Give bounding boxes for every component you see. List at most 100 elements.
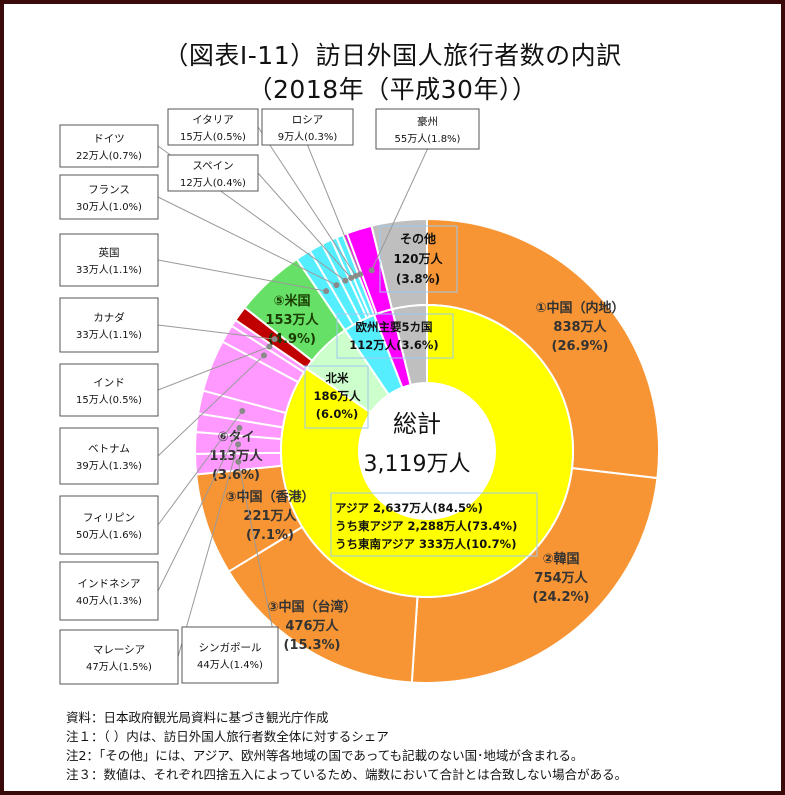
callout-dot [236,424,243,431]
callout-name: 豪州 [417,115,438,128]
donut-hole [359,383,495,519]
callout-box [167,154,259,192]
other-label-line: (3.8%) [396,272,440,286]
callout-name: インド [93,377,125,389]
outer-label-value: 838万人 [553,319,607,335]
callout-value: 39万人(1.3%) [76,460,142,472]
note-source: 資料：日本政府観光局資料に基づき観光庁作成 [66,710,329,725]
north-america-label-line: 北米 [326,371,349,385]
callout-leader-line [307,144,361,275]
north-america-label-box [304,365,369,429]
outer-label-name: ③中国（香港） [225,489,314,505]
center-label: 総計 [393,410,441,438]
outer-label-name: ②韓国 [542,551,579,567]
other-label-box [379,225,458,293]
outer-label-name: ③中国（台湾） [267,599,356,615]
callout-value: 15万人(0.5%) [180,131,246,143]
chart-subtitle: （2018年（平成30年）） [247,75,538,104]
asia-label-box [330,492,538,557]
callout-name: ドイツ [93,133,125,145]
callout-leader-line [371,148,428,271]
outer-label-value: 476万人 [285,618,339,634]
outer-label-share: (4.9%) [268,332,316,347]
other-label-line: その他 [400,231,436,246]
outer-label-share: (24.2%) [533,590,590,605]
outer-label-value: 153万人 [265,312,319,328]
callout-leader-line [157,355,265,457]
callout-dot [235,458,242,465]
callout-box [181,626,279,684]
callout-leader-line [257,172,352,279]
callout-dot [235,441,242,448]
outer-label-share: (26.9%) [552,339,609,354]
callout-dot [323,288,330,295]
callout-leader-line [157,346,270,391]
callout-name: イタリア [192,114,234,126]
callout-dot [260,352,267,359]
asia-label-line: うち東アジア 2,288万人(73.4%) [335,519,517,533]
callout-dot [266,343,273,350]
outer-label-name: ①中国（内地） [535,300,624,316]
note-2: 注2：「その他」には、アジア、欧州等各地域の国であっても記載のない国･地域が含ま… [66,748,584,763]
callout-dot [239,408,246,415]
callout-name: フランス [88,184,130,196]
callout-box [59,124,159,168]
callout-box [59,561,159,621]
callout-value: 22万人(0.7%) [76,150,142,162]
callout-value: 44万人(1.4%) [197,659,263,671]
callout-leader-line [157,324,275,340]
outer-label-value: 221万人 [243,508,297,524]
callout-value: 9万人(0.3%) [278,131,338,143]
callout-leader-line [257,126,357,277]
callout-name: ベトナム [88,443,130,455]
callout-dot [271,336,278,343]
north-america-label-line: 186万人 [313,389,361,403]
callout-value: 55万人(1.8%) [395,133,461,145]
outer-label-name: ⑥タイ [217,430,254,445]
callout-dot [342,277,349,284]
europe5-label-box [336,313,454,359]
north-america-label-line: (6.0%) [316,407,358,421]
callout-box [59,629,179,685]
callout-name: 英国 [99,246,120,259]
callout-value: 40万人(1.3%) [76,595,142,607]
callout-value: 50万人(1.6%) [76,529,142,541]
callout-leader-line [157,410,243,526]
note-1: 注１：（ ）内は、訪日外国人旅行者数全体に対するシェア [66,729,389,744]
asia-label-line: うち東南アジア 333万人(10.7%) [335,537,516,551]
callout-box [59,233,159,287]
europe5-label-line: 112万人(3.6%) [349,338,438,352]
callout-name: スペイン [192,160,233,172]
note-3: 注３：数値は、それぞれ四捨五入によっているため、端数において合計とは合致しない場… [66,767,628,782]
callout-box [261,108,354,146]
callout-name: ロシア [292,114,324,126]
callout-leader-line [157,196,337,286]
callout-name: カナダ [93,311,125,324]
callout-dot [348,274,355,281]
callout-leader-line [237,461,279,656]
callout-leader-line [177,444,239,658]
callout-name: フィリピン [83,512,135,524]
asia-label-line: アジア 2,637万人(84.5%) [335,501,483,515]
callout-box [59,363,159,417]
europe5-label-line: 欧州主要5カ国 [355,320,432,334]
callout-leader-line [157,259,327,292]
callout-value: 12万人(0.4%) [180,177,246,189]
callout-value: 47万人(1.5%) [86,661,152,673]
callout-box [59,174,159,220]
callout-dot [368,267,375,274]
outer-label-share: (7.1%) [246,528,294,543]
callout-value: 30万人(1.0%) [76,201,142,213]
outer-label-value: 754万人 [534,570,588,586]
other-label-line: 120万人 [393,251,443,266]
callout-box [375,108,480,150]
outer-label-name: ⑤米国 [273,293,310,309]
callout-dot [357,271,364,278]
outer-label-share: (3.6%) [212,468,260,483]
callout-value: 33万人(1.1%) [76,264,142,276]
callout-box [59,495,159,555]
callout-value: 15万人(0.5%) [76,394,142,406]
outer-label-share: (15.3%) [284,638,341,653]
